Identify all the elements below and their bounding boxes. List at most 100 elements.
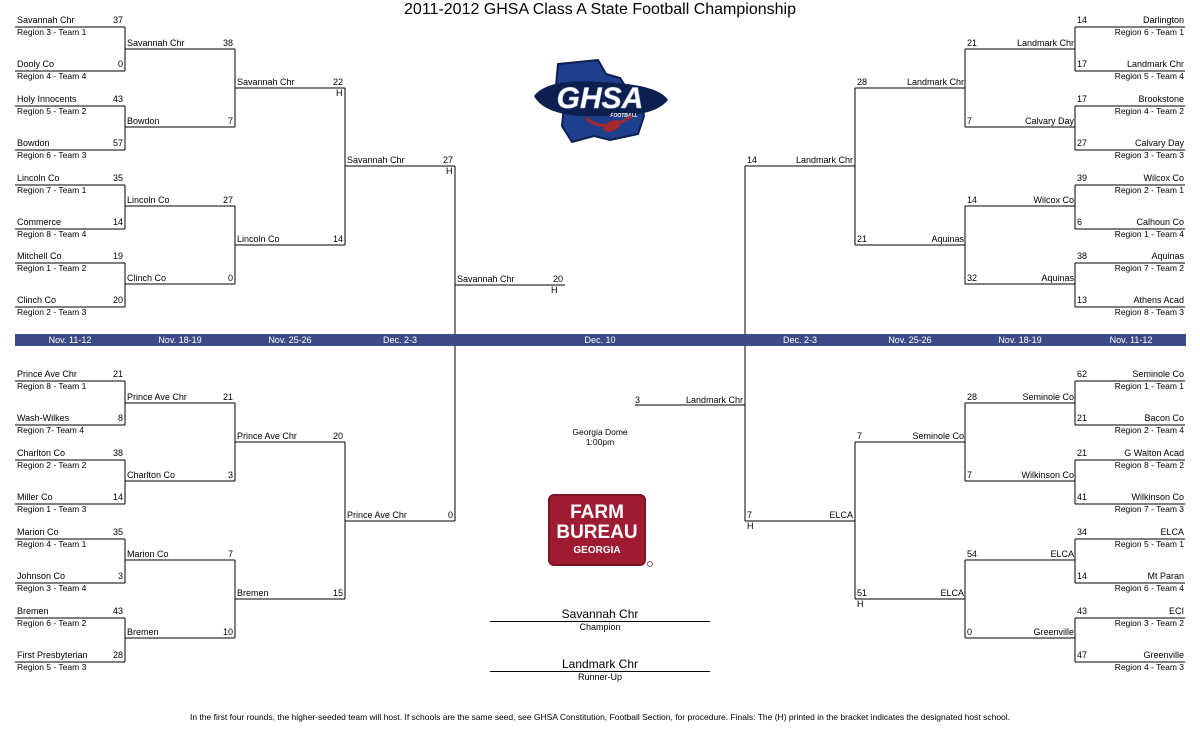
team-name: Miller Co bbox=[17, 492, 53, 502]
team-seed: Region 2 - Team 2 bbox=[17, 460, 87, 470]
team-score: 14 bbox=[967, 195, 978, 205]
team-name: Clinch Co bbox=[127, 273, 167, 283]
team-name: Lincoln Co bbox=[237, 234, 280, 244]
team-score: 3 bbox=[227, 470, 233, 480]
team-seed: Region 8 - Team 1 bbox=[17, 381, 87, 391]
team-name: Savannah Chr bbox=[237, 77, 295, 87]
team-seed: Region 1 - Team 4 bbox=[1114, 229, 1184, 239]
team-score: 35 bbox=[112, 173, 123, 183]
champion-box: Savannah Chr Champion bbox=[490, 607, 710, 632]
team-seed: Region 7 - Team 1 bbox=[17, 185, 87, 195]
team-name: Aquinas bbox=[931, 234, 964, 244]
team-name: G Walton Acad bbox=[1124, 448, 1184, 458]
team-seed: Region 5 - Team 2 bbox=[17, 106, 87, 116]
team-name: Holy Innocents bbox=[17, 94, 77, 104]
team-score: 28 bbox=[112, 650, 123, 660]
team-name: Mitchell Co bbox=[17, 251, 62, 261]
team-score: 17 bbox=[1077, 94, 1088, 104]
team-score: 47 bbox=[1077, 650, 1088, 660]
date-left-r4: Dec. 2-3 bbox=[382, 335, 417, 345]
page-title: 2011-2012 GHSA Class A State Football Ch… bbox=[404, 1, 796, 18]
team-score: 0 bbox=[447, 510, 453, 520]
team-seed: Region 4 - Team 3 bbox=[1114, 662, 1184, 672]
team-name: First Presbyterian bbox=[17, 650, 88, 660]
team-seed: Region 5 - Team 3 bbox=[17, 662, 87, 672]
team-name: Lincoln Co bbox=[127, 195, 170, 205]
team-name: Johnson Co bbox=[17, 571, 66, 581]
team-score: 27 bbox=[222, 195, 233, 205]
date-left-r3: Nov. 25-26 bbox=[268, 335, 312, 345]
team-score: 7 bbox=[857, 431, 863, 441]
date-right-r1: Nov. 11-12 bbox=[1109, 335, 1153, 345]
team-name: Greenville bbox=[1033, 627, 1074, 637]
team-name: Wilkinson Co bbox=[1021, 470, 1074, 480]
team-name: Marion Co bbox=[17, 527, 59, 537]
team-seed: Region 6 - Team 1 bbox=[1114, 27, 1184, 37]
team-seed: Region 3 - Team 4 bbox=[17, 583, 87, 593]
team-score: 43 bbox=[112, 606, 123, 616]
team-score: 51 bbox=[857, 588, 868, 598]
team-score: 14 bbox=[747, 155, 758, 165]
host-marker: H bbox=[336, 88, 343, 98]
team-name: Bowdon bbox=[17, 138, 50, 148]
host-marker: H bbox=[747, 521, 754, 531]
team-score: 3 bbox=[117, 571, 123, 581]
team-score: 38 bbox=[222, 38, 233, 48]
team-name: Wilcox Co bbox=[1143, 173, 1184, 183]
team-score: 21 bbox=[1077, 413, 1088, 423]
team-score: 28 bbox=[857, 77, 868, 87]
ghsa-logo-text: GHSA bbox=[557, 82, 644, 115]
team-name: Landmark Chr bbox=[1016, 38, 1074, 48]
team-name: Landmark Chr bbox=[795, 155, 853, 165]
team-name: Calvary Day bbox=[1024, 116, 1074, 126]
team-name: Brookstone bbox=[1138, 94, 1184, 104]
team-name: Lincoln Co bbox=[17, 173, 60, 183]
team-name: ELCA bbox=[940, 588, 964, 598]
team-name: Prince Ave Chr bbox=[237, 431, 297, 441]
team-score: 17 bbox=[1077, 59, 1088, 69]
team-score: 34 bbox=[1077, 527, 1088, 537]
final-team-score: 3 bbox=[635, 395, 641, 405]
host-marker: H bbox=[446, 166, 453, 176]
team-name: Bremen bbox=[237, 588, 269, 598]
team-score: 54 bbox=[967, 549, 978, 559]
date-right-r2: Nov. 18-19 bbox=[998, 335, 1042, 345]
team-score: 37 bbox=[112, 15, 123, 25]
team-score: 20 bbox=[112, 295, 123, 305]
team-score: 38 bbox=[112, 448, 123, 458]
team-score: 7 bbox=[227, 549, 233, 559]
team-score: 14 bbox=[332, 234, 343, 244]
team-name: ELCA bbox=[1050, 549, 1074, 559]
team-name: Aquinas bbox=[1041, 273, 1074, 283]
team-name: Mt Paran bbox=[1147, 571, 1184, 581]
team-name: Calvary Day bbox=[1134, 138, 1184, 148]
final-team-name: Savannah Chr bbox=[457, 274, 515, 284]
team-name: Darlington bbox=[1142, 15, 1184, 25]
game-time: 1:00pm bbox=[585, 437, 615, 447]
date-final: Dec. 10 bbox=[584, 335, 616, 345]
team-score: 0 bbox=[117, 59, 123, 69]
team-seed: Region 6 - Team 2 bbox=[17, 618, 87, 628]
round-dates-bar: Nov. 11-12 Nov. 18-19 Nov. 25-26 Dec. 2-… bbox=[15, 334, 1186, 346]
runner-up-name: Landmark Chr bbox=[561, 657, 639, 671]
team-seed: Region 4 - Team 1 bbox=[17, 539, 87, 549]
team-seed: Region 2 - Team 1 bbox=[1114, 185, 1184, 195]
team-name: Commerce bbox=[17, 217, 62, 227]
team-score: 41 bbox=[1077, 492, 1088, 502]
fb-logo-line2: BUREAU bbox=[556, 522, 637, 543]
team-score: 22 bbox=[332, 77, 343, 87]
team-name: Clinch Co bbox=[17, 295, 57, 305]
team-score: 57 bbox=[112, 138, 123, 148]
date-left-r1: Nov. 11-12 bbox=[48, 335, 92, 345]
team-name: Savannah Chr bbox=[127, 38, 185, 48]
team-score: 35 bbox=[112, 527, 123, 537]
team-score: 43 bbox=[112, 94, 123, 104]
footnote: In the first four rounds, the higher-see… bbox=[189, 712, 1011, 722]
team-score: 14 bbox=[112, 217, 123, 227]
team-name: Wilkinson Co bbox=[1131, 492, 1184, 502]
runner-up-box: Landmark Chr Runner-Up bbox=[490, 657, 710, 682]
team-name: Prince Ave Chr bbox=[127, 392, 187, 402]
team-name: Marion Co bbox=[127, 549, 169, 559]
team-seed: Region 3 - Team 2 bbox=[1114, 618, 1184, 628]
venue-info: Georgia Dome 1:00pm bbox=[550, 427, 650, 447]
